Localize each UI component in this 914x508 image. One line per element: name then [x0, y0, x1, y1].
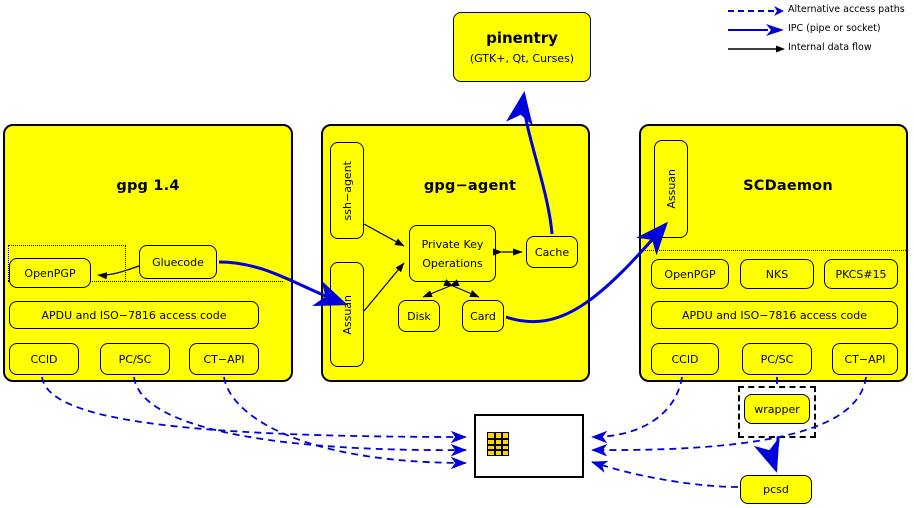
- scdaemon-dotted-divider: [641, 250, 906, 251]
- gpg-agent-private-key-operations-node[interactable]: Private Key Operations: [409, 225, 496, 282]
- edge-scdaemon-ccid-to-card: [591, 376, 683, 444]
- gpg-driver-ctapi[interactable]: CT−API: [189, 343, 259, 375]
- gpg-agent-assuan-node[interactable]: Assuan: [330, 262, 364, 367]
- smartcard-node[interactable]: [474, 414, 584, 478]
- legend-dashed-blue-arrow-icon: [728, 6, 784, 16]
- legend-item-ipc: IPC (pipe or socket): [726, 21, 912, 40]
- gpg-openpgp-node[interactable]: OpenPGP: [9, 258, 91, 288]
- edge-scdaemon-ctapi-to-card: [591, 376, 867, 457]
- edge-gpg-ccid-to-card: [41, 376, 467, 444]
- gpg-gluecode-node[interactable]: Gluecode: [139, 245, 217, 279]
- panel-scdaemon-title: SCDaemon: [743, 178, 833, 194]
- gpg-agent-assuan-label: Assuan: [340, 294, 354, 335]
- scdaemon-app-nks[interactable]: NKS: [740, 259, 814, 289]
- gpg-dotted-region: [8, 245, 126, 281]
- gpg-dotted-divider: [8, 281, 283, 282]
- scdaemon-assuan-label: Assuan: [664, 169, 678, 209]
- pinentry-node[interactable]: pinentry (GTK+, Qt, Curses): [453, 12, 591, 82]
- scdaemon-driver-pcsc[interactable]: PC/SC: [742, 343, 812, 375]
- edge-pcsd-to-card: [591, 460, 739, 488]
- scdaemon-driver-ctapi[interactable]: CT−API: [832, 343, 898, 375]
- scdaemon-driver-ccid[interactable]: CCID: [651, 343, 719, 375]
- scdaemon-apdu-node[interactable]: APDU and ISO−7816 access code: [651, 301, 898, 329]
- legend-item-internal-data-flow: Internal data flow: [726, 40, 912, 59]
- gpg-driver-pcsc[interactable]: PC/SC: [100, 343, 170, 375]
- gpg-agent-card-node[interactable]: Card: [462, 300, 504, 332]
- legend-label-internal-data-flow: Internal data flow: [788, 42, 872, 53]
- scdaemon-app-pkcs15[interactable]: PKCS#15: [824, 259, 898, 289]
- private-key-ops-line2: Operations: [422, 256, 483, 270]
- pinentry-title: pinentry: [486, 29, 558, 47]
- legend-item-alternative-access-paths: Alternative access paths: [726, 2, 912, 21]
- legend: Alternative access paths IPC (pipe or so…: [726, 2, 912, 59]
- gpg-agent-ssh-agent-label: ssh−agent: [340, 160, 354, 221]
- gpg-agent-ssh-agent-node[interactable]: ssh−agent: [330, 142, 364, 239]
- pcsd-node[interactable]: pcsd: [740, 475, 812, 504]
- legend-label-alternative-access-paths: Alternative access paths: [788, 4, 905, 15]
- legend-solid-black-arrow-icon: [728, 45, 785, 53]
- edge-gpg-pcsc-to-card: [133, 376, 467, 457]
- panel-gpg-title: gpg 1.4: [116, 178, 180, 194]
- wrapper-node[interactable]: wrapper: [744, 394, 810, 424]
- gpg-agent-cache-node[interactable]: Cache: [526, 236, 578, 268]
- smartcard-chip-icon: [487, 432, 509, 456]
- legend-label-ipc: IPC (pipe or socket): [788, 23, 881, 34]
- legend-solid-blue-arrow-icon: [728, 24, 784, 36]
- pinentry-subtitle: (GTK+, Qt, Curses): [469, 52, 575, 65]
- panel-gpg-agent-title: gpg−agent: [423, 178, 517, 194]
- gpg-driver-ccid[interactable]: CCID: [9, 343, 79, 375]
- private-key-ops-line1: Private Key: [421, 237, 484, 251]
- scdaemon-app-openpgp[interactable]: OpenPGP: [651, 259, 729, 289]
- edge-wrapper-to-pcsd: [753, 437, 780, 473]
- scdaemon-assuan-node[interactable]: Assuan: [654, 140, 688, 238]
- gpg-agent-disk-node[interactable]: Disk: [398, 300, 440, 332]
- gpg-apdu-node[interactable]: APDU and ISO−7816 access code: [9, 301, 259, 329]
- edge-gpg-ctapi-to-card: [223, 376, 467, 470]
